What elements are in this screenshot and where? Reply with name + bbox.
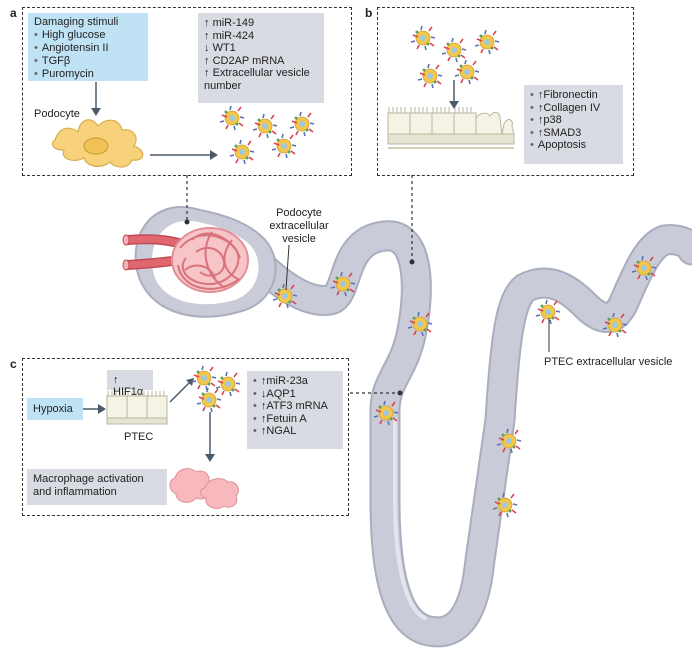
change-item: Apoptosis bbox=[530, 139, 617, 152]
arrow-icon: ↑ bbox=[260, 375, 267, 387]
podocyte-label: Podocyte bbox=[34, 108, 80, 120]
change-text: Fibronectin bbox=[543, 89, 598, 101]
change-text: CD2AP mRNA bbox=[212, 54, 285, 67]
panel-b bbox=[377, 7, 634, 176]
change-text: WT1 bbox=[212, 42, 236, 54]
arrow-icon: ↑ bbox=[537, 114, 544, 126]
change-text: NGAL bbox=[266, 425, 297, 437]
change-text: SMAD3 bbox=[543, 126, 582, 139]
arrow-icon: ↑ bbox=[204, 54, 210, 67]
arrow-icon: ↑ bbox=[204, 67, 210, 79]
nephron-tubule bbox=[174, 212, 692, 648]
change-item: ↑p38 bbox=[530, 114, 617, 127]
change-text: miR-424 bbox=[212, 29, 255, 42]
change-text: miR-23a bbox=[266, 375, 308, 387]
panel-a bbox=[22, 7, 352, 176]
panel-c-changes-box: ↑miR-23a ↓AQP1 ↑ATF3 mRNA ↑Fetuin A ↑NGA… bbox=[247, 371, 343, 449]
arrow-icon: ↑ bbox=[204, 17, 210, 29]
change-text: AQP1 bbox=[266, 387, 296, 400]
arrow-icon: ↓ bbox=[260, 387, 267, 400]
change-text: Collagen IV bbox=[543, 101, 601, 114]
change-item: ↑Collagen IV bbox=[530, 102, 617, 115]
change-item: ↑Fibronectin bbox=[530, 89, 617, 102]
change-item: ↓ WT1 bbox=[204, 42, 318, 55]
change-item: ↑ miR-149 bbox=[204, 17, 318, 30]
change-text: Fetuin A bbox=[266, 412, 307, 425]
change-item: ↑ miR-424 bbox=[204, 30, 318, 43]
hif1a-box: ↑ HIF1α bbox=[107, 370, 153, 398]
panel-b-graphics bbox=[387, 25, 515, 149]
stimulus-item: High glucose bbox=[34, 29, 142, 42]
arrow-icon: ↑ bbox=[537, 89, 544, 101]
macrophages bbox=[169, 468, 239, 509]
stimulus-item: TGFβ bbox=[34, 55, 142, 68]
arrow-icon: ↑ bbox=[260, 425, 267, 437]
panel-a-label: a bbox=[10, 6, 17, 20]
panel-b-changes-box: ↑Fibronectin ↑Collagen IV ↑p38 ↑SMAD3 Ap… bbox=[524, 85, 623, 164]
arrow-icon: ↑ bbox=[204, 29, 210, 42]
tubular-epithelium bbox=[387, 107, 515, 149]
change-item: ↑SMAD3 bbox=[530, 127, 617, 140]
leader-lines bbox=[184, 175, 550, 396]
podocyte-cell bbox=[51, 119, 144, 168]
panel-c-label: c bbox=[10, 357, 17, 371]
arrow-icon: ↑ bbox=[537, 101, 544, 114]
arrow-icon: ↑ bbox=[260, 400, 267, 412]
stimuli-title: Damaging stimuli bbox=[34, 16, 119, 28]
panel-a-changes-box: ↑ miR-149 ↑ miR-424 ↓ WT1 ↑ CD2AP mRNA ↑… bbox=[198, 13, 324, 103]
stimulus-item: Angiotensin II bbox=[34, 42, 142, 55]
panel-c bbox=[22, 358, 349, 516]
podocyte-ev-label: Podocyte extracellular vesicle bbox=[269, 207, 329, 245]
stimulus-item: Puromycin bbox=[34, 68, 142, 81]
arrow-icon: ↑ bbox=[260, 412, 267, 425]
vesicle-ptec bbox=[535, 299, 561, 325]
change-text: Extracellular vesicle number bbox=[204, 67, 310, 92]
change-item: ↑ CD2AP mRNA bbox=[204, 55, 318, 68]
change-text: Apoptosis bbox=[537, 139, 587, 151]
ptec-cells bbox=[106, 391, 168, 425]
change-text: ATF3 mRNA bbox=[266, 400, 328, 412]
panel-c-graphics bbox=[83, 365, 241, 509]
change-item: ↑Fetuin A bbox=[253, 413, 337, 426]
change-item: ↑ATF3 mRNA bbox=[253, 400, 337, 413]
macrophage-box: Macrophage activation and inflammation bbox=[27, 469, 167, 505]
change-text: p38 bbox=[543, 114, 562, 126]
change-item: ↓AQP1 bbox=[253, 388, 337, 401]
change-text: miR-149 bbox=[212, 17, 255, 29]
damaging-stimuli-box: Damaging stimuli High glucose Angiotensi… bbox=[28, 13, 148, 81]
panel-b-label: b bbox=[365, 6, 373, 20]
glomerulus bbox=[171, 227, 249, 293]
change-item: ↑ Extracellular vesicle number bbox=[204, 67, 318, 92]
ptec-label: PTEC bbox=[124, 431, 154, 443]
change-item: ↑miR-23a bbox=[253, 375, 337, 388]
ptec-ev-label: PTEC extracellular vesicle bbox=[544, 356, 673, 368]
hypoxia-box: Hypoxia bbox=[27, 398, 83, 420]
change-item: ↑NGAL bbox=[253, 425, 337, 438]
panel-a-graphics bbox=[51, 82, 315, 168]
arrow-icon: ↓ bbox=[204, 42, 210, 54]
arrow-icon: ↑ bbox=[537, 126, 544, 139]
